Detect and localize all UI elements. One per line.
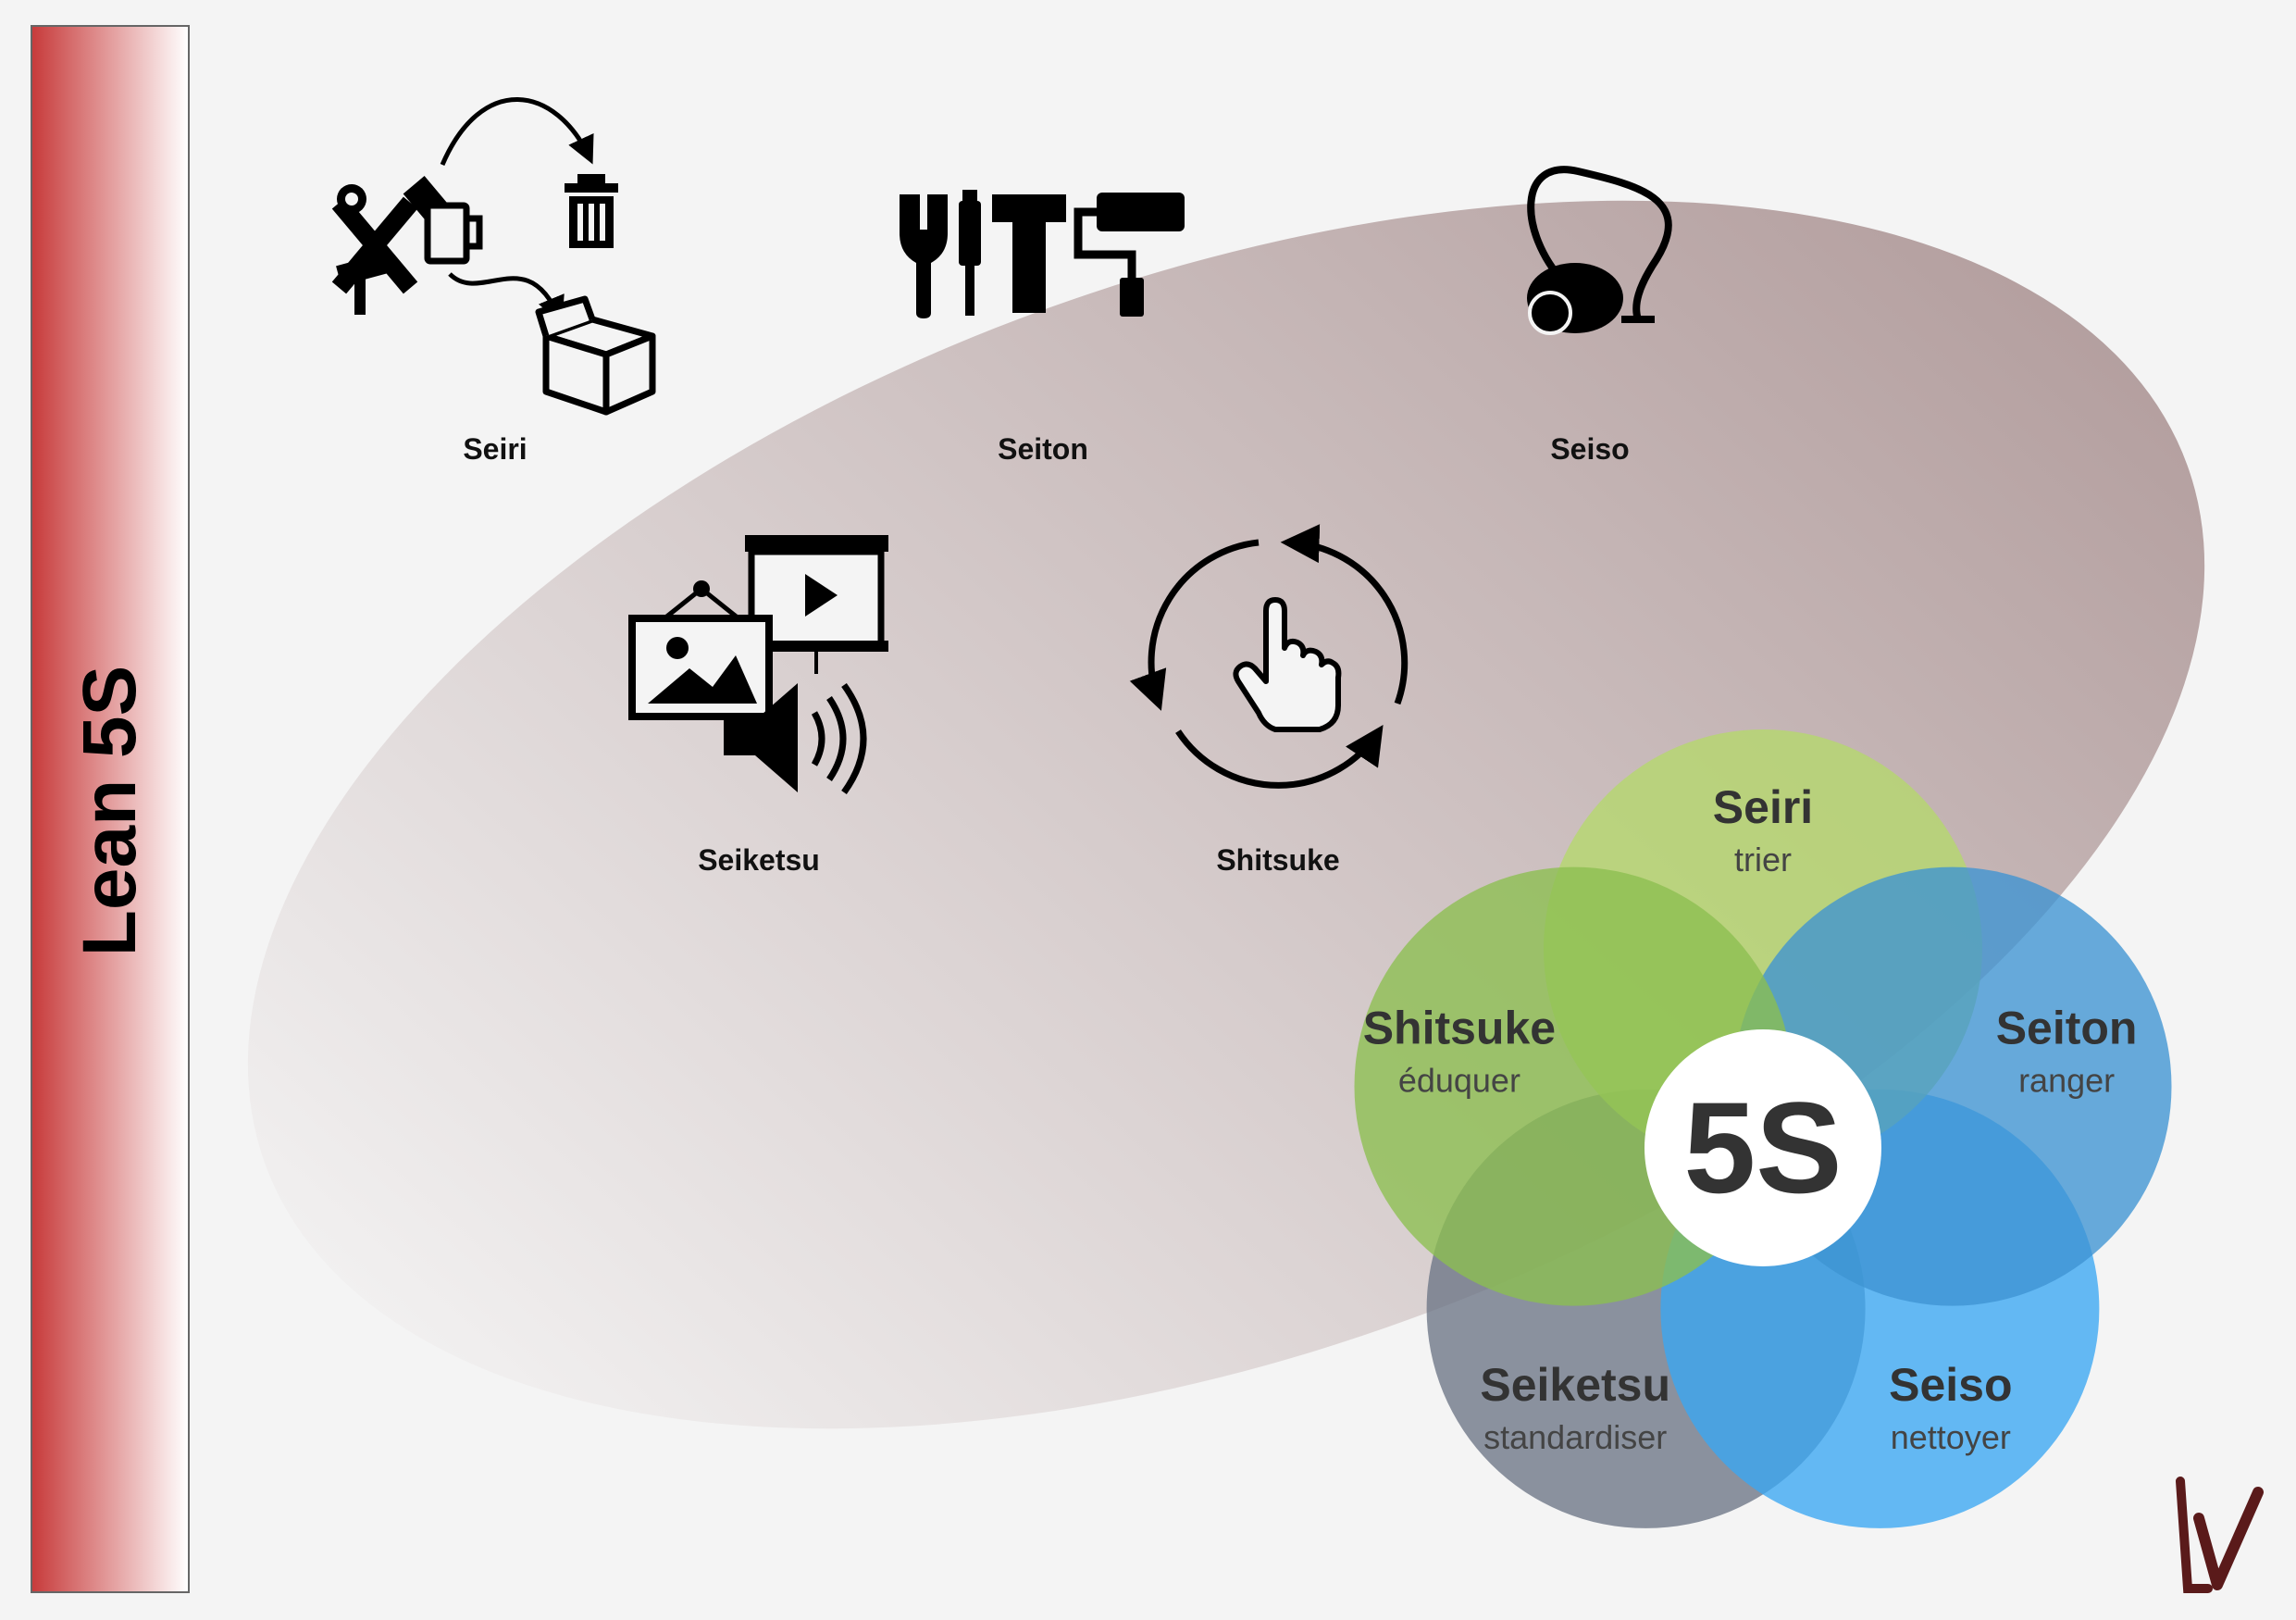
vacuum-cleaner-icon: [1527, 166, 1672, 335]
center-circle: [1644, 1029, 1881, 1266]
sort-tools-icon: [331, 97, 656, 416]
sidebar: Lean 5S: [31, 25, 190, 1593]
cycle-hand-icon: [1129, 524, 1409, 789]
petal-name-shitsuke: Shitsuke: [1363, 1002, 1556, 1053]
sidebar-title: Lean 5S: [68, 666, 152, 956]
petal-sub-seiso: nettoyer: [1891, 1418, 2011, 1456]
lv-logo: [2176, 1477, 2264, 1593]
icon-label-seiton: Seiton: [998, 432, 1088, 466]
visual-media-icon: [628, 535, 888, 795]
petal-sub-shitsuke: éduquer: [1398, 1061, 1520, 1099]
petal-sub-seiketsu: standardiser: [1483, 1418, 1667, 1456]
petal-name-seiri: Seiri: [1713, 781, 1813, 833]
tools-icon: [900, 190, 1185, 318]
center-label: 5S: [1683, 1075, 1842, 1220]
petal-name-seiso: Seiso: [1889, 1359, 2012, 1411]
icon-label-seiso: Seiso: [1550, 432, 1629, 466]
petal-sub-seiton: ranger: [2018, 1061, 2115, 1099]
icon-label-shitsuke: Shitsuke: [1216, 843, 1339, 877]
petal-name-seiton: Seiton: [1996, 1002, 2138, 1053]
petal-sub-seiri: trier: [1734, 841, 1792, 879]
petal-name-seiketsu: Seiketsu: [1480, 1359, 1670, 1411]
icon-label-seiri: Seiri: [463, 432, 527, 466]
icon-label-seiketsu: Seiketsu: [698, 843, 820, 877]
